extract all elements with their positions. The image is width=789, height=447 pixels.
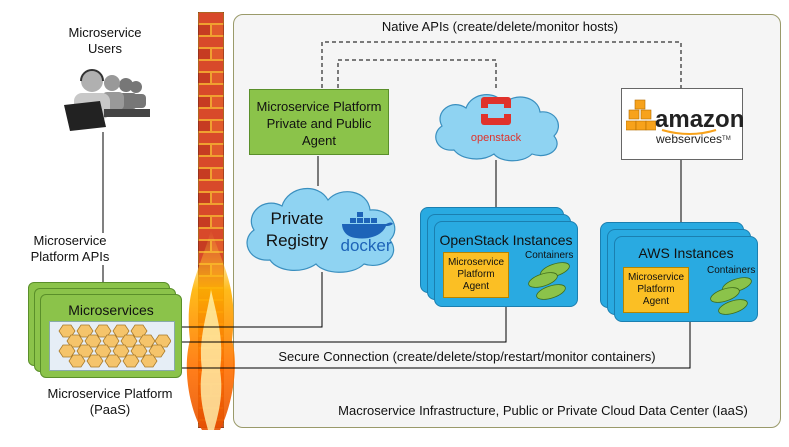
aws-logo-text: amazon bbox=[655, 106, 745, 133]
registry-cloud bbox=[246, 187, 396, 273]
secure-connection-label: Secure Connection (create/delete/stop/re… bbox=[278, 349, 656, 364]
aws-agent-line3: Agent bbox=[642, 296, 670, 307]
users-label-line1: Microservice bbox=[68, 25, 142, 40]
users-label-line2: Users bbox=[88, 41, 122, 56]
agent-box-line3: Agent bbox=[302, 133, 336, 148]
container-ellipse-icon bbox=[710, 277, 752, 315]
firewall-flame bbox=[186, 230, 235, 430]
users-label: Microservice Users bbox=[50, 25, 160, 57]
aws-boxes-icon bbox=[626, 99, 656, 131]
apis-label-line1: Microservice bbox=[33, 233, 107, 248]
openstack-logo-text: openstack bbox=[470, 132, 522, 144]
openstack-instance-box: OpenStack Instances Containers Microserv… bbox=[434, 221, 578, 307]
registry-label-line1: Private bbox=[270, 209, 324, 228]
container-ellipse-icon bbox=[528, 262, 570, 300]
openstack-containers-label: Containers bbox=[525, 250, 574, 261]
openstack-agent-line3: Agent bbox=[462, 281, 490, 292]
aws-containers-label: Containers bbox=[707, 265, 756, 276]
platform-agent-box: Microservice Platform Private and Public… bbox=[249, 89, 389, 155]
aws-smile bbox=[661, 129, 717, 135]
registry-label-line2: Registry bbox=[265, 231, 329, 250]
openstack-agent-line2: Platform bbox=[457, 269, 495, 280]
apis-label-line2: Platform APIs bbox=[30, 249, 110, 264]
agent-box-line1: Microservice Platform bbox=[256, 99, 382, 114]
paas-caption: Microservice Platform (PaaS) bbox=[30, 386, 190, 418]
aws-instances-label: AWS Instances bbox=[638, 245, 734, 261]
paas-box: Microservices bbox=[40, 294, 182, 378]
native-api-label: Native APIs (create/delete/monitor hosts… bbox=[381, 19, 619, 34]
aws-agent-line2: Platform bbox=[637, 284, 675, 295]
paas-box-label: Microservices bbox=[68, 302, 154, 318]
aws-agent-line1: Microservice bbox=[627, 272, 685, 283]
hexagon-cluster-icon bbox=[58, 324, 171, 368]
docker-logo-text: docker bbox=[340, 236, 392, 255]
openstack-agent-box: Microservice Platform Agent bbox=[443, 252, 509, 298]
aws-logo-subtext: webservicesTM bbox=[656, 132, 731, 146]
agent-box-line2: Private and Public bbox=[266, 116, 372, 131]
aws-instance-box: AWS Instances Containers Microservice Pl… bbox=[614, 236, 758, 322]
users-icon bbox=[64, 69, 150, 131]
aws-logo-tm: TM bbox=[722, 136, 731, 142]
paas-caption-line2: (PaaS) bbox=[89, 402, 131, 417]
docker-whale-icon bbox=[342, 212, 393, 239]
openstack-cloud bbox=[435, 94, 559, 162]
openstack-agent-line1: Microservice bbox=[447, 257, 505, 268]
paas-caption-line1: Microservice Platform bbox=[47, 386, 173, 401]
aws-agent-box: Microservice Platform Agent bbox=[623, 267, 689, 313]
platform-apis-label: Microservice Platform APIs bbox=[10, 233, 130, 265]
registry-label: Private Registry bbox=[254, 208, 340, 252]
openstack-logo-icon bbox=[481, 97, 511, 125]
aws-logo-webservices: webservices bbox=[656, 132, 723, 146]
iaas-caption: Macroservice Infrastructure, Public or P… bbox=[338, 403, 748, 418]
openstack-instances-label: OpenStack Instances bbox=[439, 232, 573, 248]
